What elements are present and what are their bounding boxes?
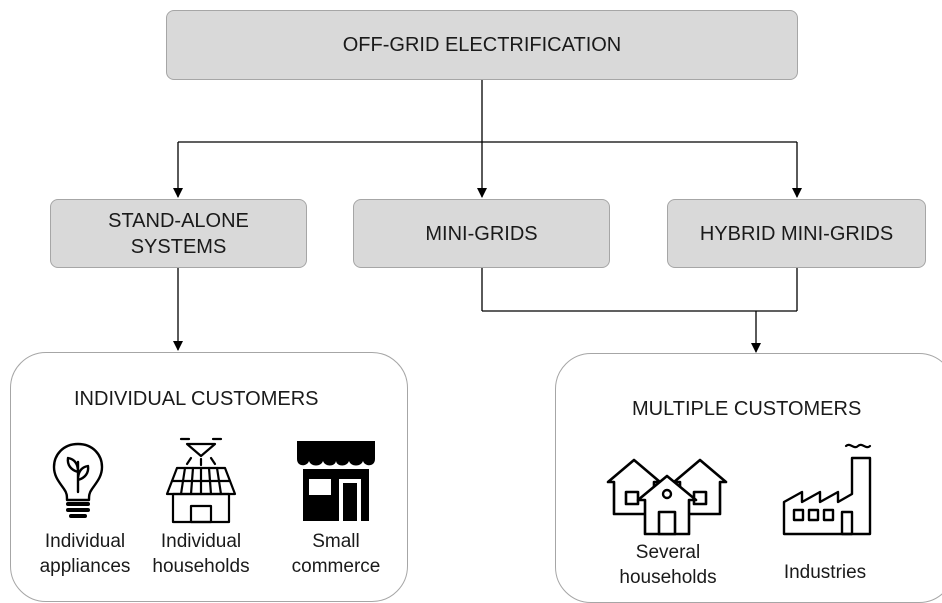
hybrid-label: HYBRID MINI-GRIDS [699, 222, 894, 245]
label-line: Industries [783, 562, 867, 583]
label-line: appliances [39, 555, 131, 577]
standalone-box: STAND-ALONE SYSTEMS [50, 199, 307, 268]
label-line: Small [312, 531, 360, 552]
standalone-label-line2: SYSTEMS [130, 235, 227, 258]
root-label: OFF-GRID ELECTRIFICATION [342, 34, 622, 56]
label-line: commerce [291, 555, 381, 577]
standalone-label: STAND-ALONE SYSTEMS [108, 208, 249, 260]
houses-icon [606, 458, 728, 536]
solar-house-icon [165, 437, 237, 524]
small-commerce-label: Small commerce [286, 530, 386, 579]
standalone-label-line1: STAND-ALONE [108, 209, 249, 232]
minigrids-box: MINI-GRIDS [353, 199, 610, 268]
label-line: Individual [160, 531, 242, 552]
individual-appliances-label: Individual appliances [30, 530, 140, 579]
several-households-label: Several households [612, 541, 724, 590]
label-line: households [152, 555, 250, 577]
minigrids-label: MINI-GRIDS [425, 222, 538, 245]
individual-customers-title: INDIVIDUAL CUSTOMERS [74, 388, 319, 410]
lightbulb-leaf-icon [52, 442, 104, 518]
factory-icon [782, 443, 872, 536]
label-line: Several [635, 542, 701, 563]
label-line: households [619, 566, 717, 588]
label-line: Individual [44, 531, 126, 552]
multiple-customers-title: MULTIPLE CUSTOMERS [632, 398, 862, 420]
hybrid-box: HYBRID MINI-GRIDS [667, 199, 926, 268]
individual-households-label: Individual households [145, 530, 257, 579]
industries-label: Industries [770, 561, 880, 586]
root-box: OFF-GRID ELECTRIFICATION [166, 10, 798, 80]
storefront-icon [297, 441, 375, 521]
